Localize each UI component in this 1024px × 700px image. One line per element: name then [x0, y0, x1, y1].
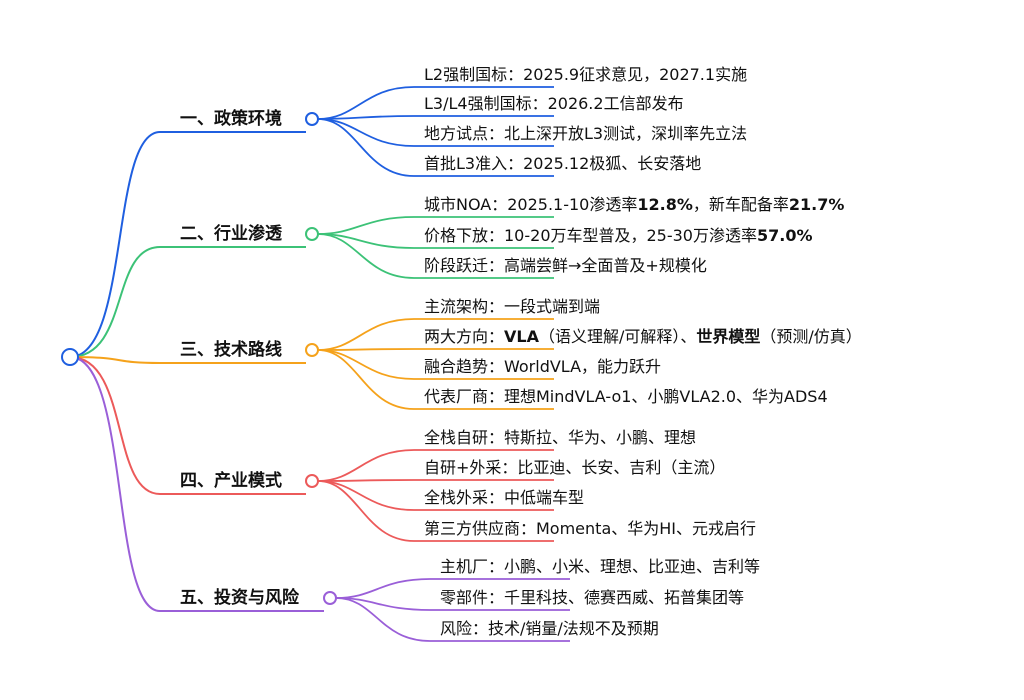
text-segment: 首批L3准入：2025.12极狐、长安落地: [424, 154, 702, 173]
leaf-link-industry-0: [317, 216, 554, 235]
root-link-business: [69, 356, 306, 495]
leaf-tech-0: 主流架构：一段式端到端: [424, 297, 600, 317]
bold-text: 12.8%: [637, 195, 693, 214]
text-segment: 阶段跃迁：高端尝鲜→全面普及+规模化: [424, 256, 707, 275]
branch-label-policy: 一、政策环境: [180, 109, 282, 129]
root-link-invest: [69, 356, 324, 612]
leaf-industry-2: 阶段跃迁：高端尝鲜→全面普及+规模化: [424, 256, 707, 276]
leaf-link-policy-3: [317, 118, 554, 177]
bold-text: 21.7%: [788, 195, 845, 214]
leaf-link-invest-0: [335, 578, 570, 599]
branch-label-industry: 二、行业渗透: [180, 224, 282, 244]
text-segment: 代表厂商：理想MindVLA-o1、小鹏VLA2.0、华为ADS4: [424, 387, 828, 406]
leaf-invest-1: 零部件：千里科技、德赛西威、拓普集团等: [440, 588, 744, 608]
root-link-policy: [69, 131, 306, 358]
leaf-business-1: 自研+外采：比亚迪、长安、吉利（主流）: [424, 458, 725, 478]
text-segment: L2强制国标：2025.9征求意见，2027.1实施: [424, 65, 748, 84]
text-segment: ，新车配备率: [692, 195, 789, 214]
leaf-link-invest-1: [335, 597, 570, 611]
leaf-link-business-1: [317, 479, 554, 482]
leaf-business-2: 全栈外采：中低端车型: [424, 488, 584, 508]
text-segment: 地方试点：北上深开放L3测试，深圳率先立法: [424, 124, 748, 143]
leaf-link-business-0: [317, 449, 554, 482]
leaf-invest-2: 风险：技术/销量/法规不及预期: [440, 619, 659, 639]
text-segment: （语义理解/可解释）、: [538, 327, 697, 346]
bold-text: 57.0%: [757, 226, 813, 245]
leaf-link-tech-3: [317, 349, 554, 410]
leaf-link-tech-2: [317, 349, 554, 380]
leaf-invest-0: 主机厂：小鹏、小米、理想、比亚迪、吉利等: [440, 557, 760, 577]
leaf-tech-1: 两大方向：VLA（语义理解/可解释）、世界模型（预测/仿真）: [424, 327, 862, 347]
leaf-policy-1: L3/L4强制国标：2026.2工信部发布: [424, 94, 684, 114]
text-segment: 风险：技术/销量/法规不及预期: [440, 619, 659, 638]
bold-text: 世界模型: [696, 327, 761, 346]
leaf-link-policy-1: [317, 115, 554, 120]
leaf-policy-0: L2强制国标：2025.9征求意见，2027.1实施: [424, 65, 747, 85]
leaf-business-0: 全栈自研：特斯拉、华为、小鹏、理想: [424, 428, 696, 448]
text-segment: 两大方向：: [424, 327, 505, 346]
leaf-link-industry-2: [317, 233, 554, 279]
text-segment: 城市NOA：2025.1-10渗透率: [424, 195, 638, 214]
leaf-link-tech-1: [317, 348, 554, 351]
branch-node-tech: [305, 343, 319, 357]
leaf-tech-3: 代表厂商：理想MindVLA-o1、小鹏VLA2.0、华为ADS4: [424, 387, 828, 407]
leaf-link-invest-2: [335, 597, 570, 642]
text-segment: 主机厂：小鹏、小米、理想、比亚迪、吉利等: [440, 557, 761, 576]
branch-node-business: [305, 474, 319, 488]
leaf-industry-1: 价格下放：10-20万车型普及，25-30万渗透率57.0%: [424, 226, 813, 246]
root-link-tech: [69, 356, 306, 364]
leaf-link-industry-1: [317, 233, 554, 249]
text-segment: 全栈自研：特斯拉、华为、小鹏、理想: [424, 428, 697, 447]
text-segment: 全栈外采：中低端车型: [424, 488, 585, 507]
leaf-link-policy-0: [317, 86, 554, 120]
leaf-link-policy-2: [317, 118, 554, 147]
leaf-policy-3: 首批L3准入：2025.12极狐、长安落地: [424, 154, 701, 174]
branch-label-business: 四、产业模式: [180, 471, 282, 491]
branch-label-tech: 三、技术路线: [180, 340, 282, 360]
text-segment: 价格下放：10-20万车型普及，25-30万渗透率: [424, 226, 757, 245]
root-link-industry: [69, 246, 306, 358]
leaf-link-business-3: [317, 480, 554, 542]
branch-node-invest: [323, 591, 337, 605]
root-node: [61, 348, 79, 366]
text-segment: 融合趋势：WorldVLA，能力跃升: [424, 357, 662, 376]
text-segment: 主流架构：一段式端到端: [424, 297, 601, 316]
leaf-business-3: 第三方供应商：Momenta、华为HI、元戎启行: [424, 519, 756, 539]
leaf-link-business-2: [317, 480, 554, 511]
text-segment: 自研+外采：比亚迪、长安、吉利（主流）: [424, 458, 726, 477]
leaf-industry-0: 城市NOA：2025.1-10渗透率12.8%，新车配备率21.7%: [424, 195, 844, 215]
leaf-policy-2: 地方试点：北上深开放L3测试，深圳率先立法: [424, 124, 747, 144]
text-segment: L3/L4强制国标：2026.2工信部发布: [424, 94, 684, 113]
text-segment: （预测/仿真）: [760, 327, 862, 346]
leaf-tech-2: 融合趋势：WorldVLA，能力跃升: [424, 357, 661, 377]
branch-label-invest: 五、投资与风险: [180, 588, 299, 608]
text-segment: 第三方供应商：Momenta、华为HI、元戎启行: [424, 519, 756, 538]
branch-node-policy: [305, 112, 319, 126]
text-segment: 零部件：千里科技、德赛西威、拓普集团等: [440, 588, 745, 607]
bold-text: VLA: [504, 327, 539, 346]
branch-node-industry: [305, 227, 319, 241]
leaf-link-tech-0: [317, 318, 554, 351]
